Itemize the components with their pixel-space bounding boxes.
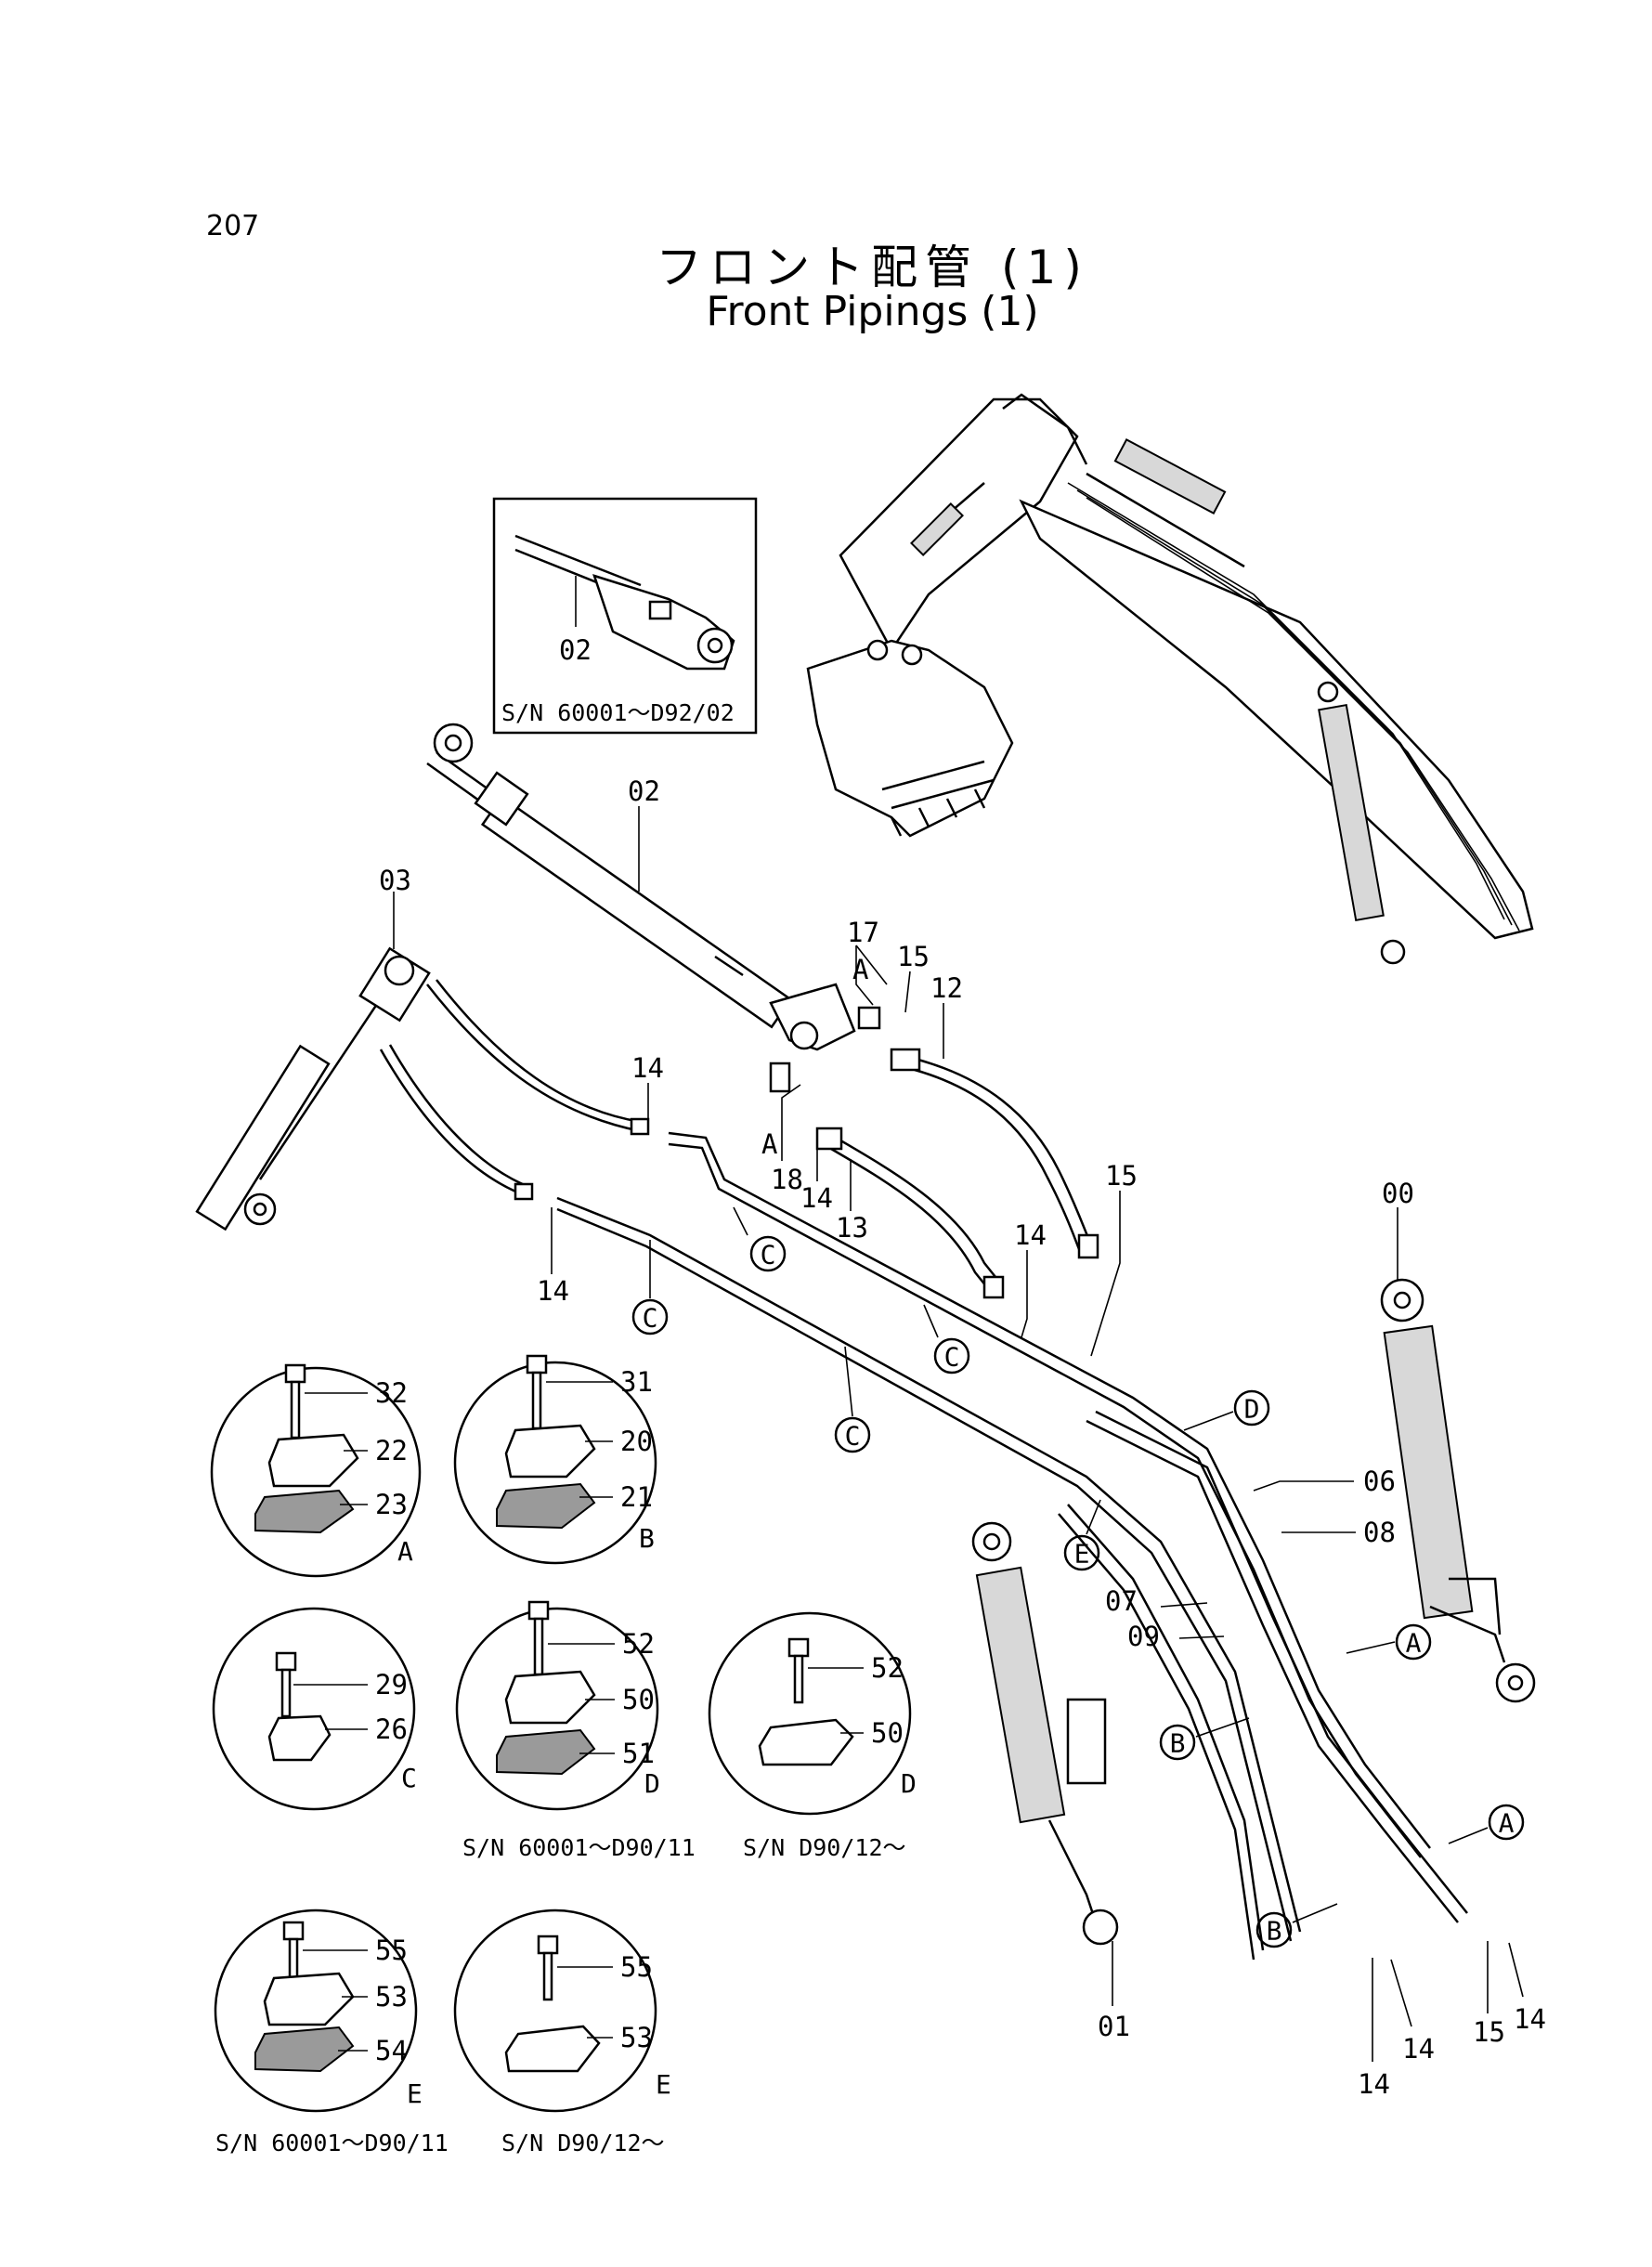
serial-note-e-new: S/N D90/12～ [501,2130,665,2156]
callout-06: 06 [1363,1466,1396,1497]
callout-14-c: 14 [537,1275,569,1307]
detail-a-part-1: 32 [375,1377,408,1409]
clamp-ref-c-4: C [845,1421,861,1452]
callout-14-a: 14 [631,1052,664,1084]
detail-inset-d-new: 52 50 D S/N D90/12～ [708,1611,917,1861]
detail-d-new-part-2: 50 [871,1717,904,1749]
detail-inset-a: 32 22 23 A [210,1363,422,1578]
callout-02: 02 [628,775,660,807]
detail-e-new-part-2: 53 [620,2022,653,2053]
callout-15-mid: 15 [1105,1160,1138,1192]
detail-inset-b: 31 20 21 B [453,1354,657,1565]
serial-note-e-old: S/N 60001～D90/11 [215,2130,449,2156]
callout-18: 18 [771,1164,803,1195]
detail-b-part-1: 31 [620,1366,653,1398]
callout-14-b: 14 [800,1182,833,1214]
inset-box-early-serial: 02 S/N 60001～D92/02 [492,497,758,735]
clamp-ref-d: D [1244,1394,1260,1425]
detail-a-part-3: 23 [375,1489,408,1520]
detail-b-part-3: 21 [620,1481,653,1513]
callout-17: 17 [847,917,879,948]
detail-b-letter: B [639,1523,655,1554]
clamp-ref-c-3: C [944,1342,960,1373]
clamp-ref-a-2: A [1499,1808,1515,1839]
callout-15-top: 15 [897,941,930,972]
detail-inset-e-new: 55 53 E S/N D90/12～ [453,1909,671,2156]
boom-cylinder-03: 03 [195,865,431,1231]
clamp-ref-b-2: B [1267,1916,1282,1947]
clamp-ref-e: E [1074,1539,1090,1570]
detail-inset-e-old: 55 53 54 E S/N 60001～D90/11 [214,1909,449,2156]
detail-b-part-2: 20 [620,1426,653,1457]
hose-group-03 [379,979,650,1201]
bucket-cylinder-01: 01 [971,1521,1130,2042]
page-title-english: Front Pipings (1) [706,288,1039,335]
excavator-front-illustration [806,393,1534,965]
detail-c-letter: C [401,1763,417,1793]
detail-e-old-part-3: 54 [375,2035,408,2066]
detail-d-new-letter: D [901,1768,917,1799]
page-title-japanese: フロント配管 (1) [656,241,1089,294]
callout-14-f: 14 [1402,2033,1435,2065]
detail-inset-d-old: 52 50 51 D S/N 60001～D90/11 [455,1600,696,1861]
clamp-ref-c-1: C [761,1240,776,1270]
inset-part-label: 02 [559,634,592,666]
callout-14-d: 14 [1014,1219,1047,1251]
callout-ref-a-top: A [852,954,868,985]
clamp-ref-c-2: C [643,1303,658,1334]
detail-d-old-part-1: 52 [622,1628,655,1660]
clamp-ref-a-1: A [1406,1628,1422,1659]
detail-d-old-letter: D [644,1768,660,1799]
detail-inset-c: 29 26 C [212,1607,417,1811]
pipe-lines [556,1006,1468,1961]
page-number: 207 [206,210,260,242]
detail-e-old-letter: E [407,2078,423,2109]
clamp-references: C C C C D E A A B B [631,1206,1525,1948]
detail-e-new-letter: E [656,2069,671,2100]
port-callouts-bottom: 14 14 15 14 [1358,1941,1546,2100]
detail-d-old-part-3: 51 [622,1738,655,1769]
callout-12: 12 [930,972,963,1004]
callout-14-g: 14 [1514,2003,1546,2035]
cylinder-00: 00 [1380,1178,1536,1703]
arm-cylinder-02: 02 [426,723,856,1051]
callout-00: 00 [1382,1178,1414,1209]
detail-c-part-2: 26 [375,1713,408,1745]
detail-c-part-1: 29 [375,1669,408,1700]
callout-14-e: 14 [1358,2068,1390,2100]
callout-15-bottom: 15 [1473,2016,1505,2048]
serial-note-d-new: S/N D90/12～ [743,1834,906,1861]
detail-d-old-part-2: 50 [622,1684,655,1715]
callout-07: 07 [1105,1585,1138,1617]
serial-note-d-old: S/N 60001～D90/11 [462,1834,696,1861]
pipe-labels: 06 08 07 09 [1105,1466,1396,1652]
callout-01: 01 [1098,2011,1130,2042]
detail-e-new-part-1: 55 [620,1951,653,1983]
detail-e-old-part-2: 53 [375,1981,408,2013]
callout-09: 09 [1127,1621,1160,1652]
callout-13: 13 [836,1212,868,1244]
callout-08: 08 [1363,1517,1396,1548]
callout-ref-a-mid: A [761,1128,777,1160]
callout-03: 03 [379,865,411,896]
detail-a-part-2: 22 [375,1435,408,1466]
fitting-callouts: 17 A 15 12 14 A 18 14 13 14 14 15 [537,917,1138,1357]
inset-serial-note: S/N 60001～D92/02 [501,699,735,726]
detail-a-letter: A [397,1536,413,1567]
clamp-ref-b-1: B [1170,1728,1186,1759]
detail-d-new-part-1: 52 [871,1652,904,1684]
detail-e-old-part-1: 55 [375,1935,408,1966]
